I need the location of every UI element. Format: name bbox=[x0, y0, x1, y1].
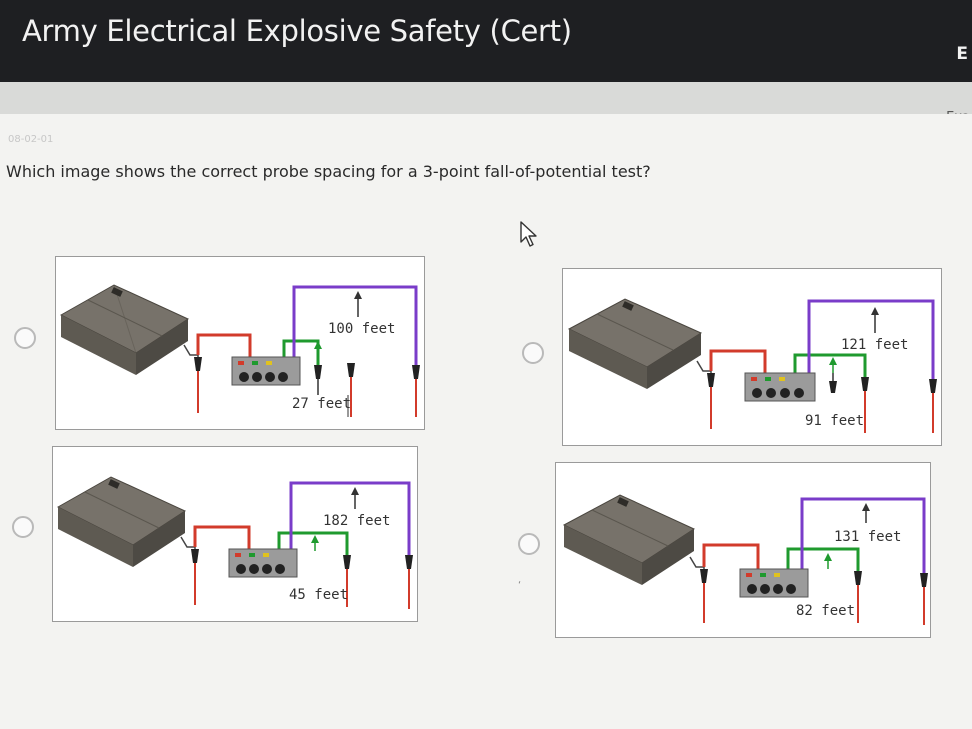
question-id: 08-02-01 bbox=[8, 134, 54, 145]
mouse-cursor-icon bbox=[520, 221, 537, 247]
ground-tester-icon bbox=[744, 372, 816, 402]
option-3-outer-label: 182 feet bbox=[323, 513, 390, 529]
building-icon bbox=[56, 476, 187, 567]
option-4-image[interactable]: 131 feet 82 feet bbox=[555, 462, 931, 638]
option-3-diagram: 182 feet 45 feet bbox=[56, 476, 413, 609]
ground-tester-icon bbox=[228, 548, 298, 578]
sub-header-bar bbox=[0, 82, 972, 114]
option-1-image[interactable]: 100 feet 27 feet bbox=[55, 256, 425, 430]
option-1-radio[interactable] bbox=[14, 327, 36, 349]
option-1-outer-label: 100 feet bbox=[328, 321, 395, 337]
option-2-inner-label: 91 feet bbox=[805, 413, 864, 429]
option-3-radio[interactable] bbox=[12, 516, 34, 538]
option-1-diagram: 100 feet 27 feet bbox=[59, 284, 420, 417]
option-4-diagram: 131 feet 82 feet bbox=[562, 494, 928, 625]
option-1-inner-label: 27 feet bbox=[292, 396, 351, 412]
option-4-outer-label: 131 feet bbox=[834, 529, 901, 545]
question-text: Which image shows the correct probe spac… bbox=[6, 162, 651, 181]
building-icon bbox=[567, 298, 703, 389]
building-icon bbox=[59, 284, 190, 375]
building-icon bbox=[562, 494, 696, 585]
option-2-outer-label: 121 feet bbox=[841, 337, 908, 353]
ground-tester-icon bbox=[231, 356, 301, 386]
option-2-image[interactable]: 121 feet 91 feet bbox=[562, 268, 942, 446]
app-header: Army Electrical Explosive Safety (Cert) … bbox=[0, 0, 972, 82]
header-right-fragment: E bbox=[956, 44, 968, 64]
ground-tester-icon bbox=[739, 568, 809, 598]
option-4-radio[interactable] bbox=[518, 533, 540, 555]
stray-mark: ‘ bbox=[518, 580, 522, 591]
option-3-inner-label: 45 feet bbox=[289, 587, 348, 603]
option-3-image[interactable]: 182 feet 45 feet bbox=[52, 446, 418, 622]
option-4-inner-label: 82 feet bbox=[796, 603, 855, 619]
option-2-radio[interactable] bbox=[522, 342, 544, 364]
option-2-diagram: 121 feet 91 feet bbox=[567, 298, 937, 433]
app-title: Army Electrical Explosive Safety (Cert) bbox=[22, 14, 572, 48]
